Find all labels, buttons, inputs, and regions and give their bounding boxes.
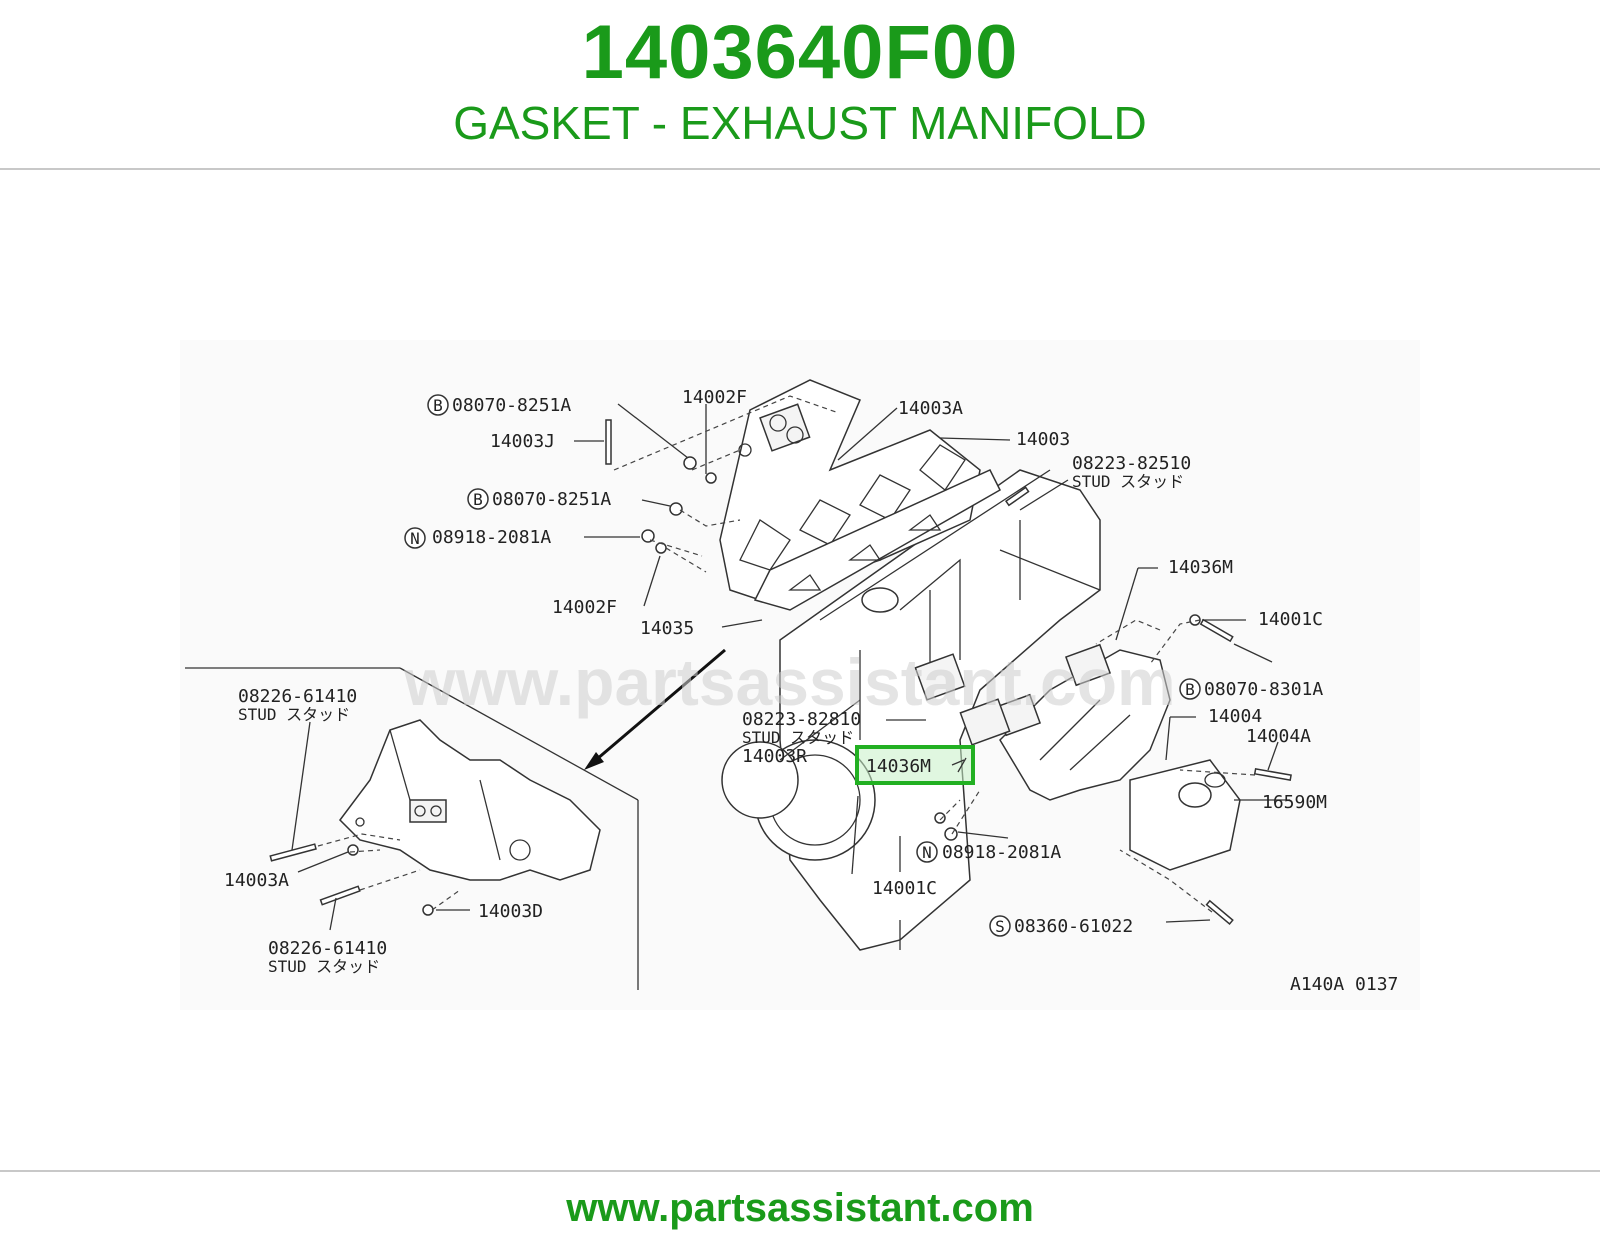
circle-symbols: B B N B N S [404, 394, 1201, 937]
callout-label[interactable]: 14003A [224, 870, 289, 891]
callout-label[interactable]: 08360-61022 [1014, 916, 1133, 937]
callout-label[interactable]: 08226-61410 [238, 686, 357, 707]
header-divider [0, 168, 1600, 170]
callout-label[interactable]: 14036M [1168, 557, 1233, 578]
inset-frame [185, 648, 726, 990]
callout-label[interactable]: 08223-82510 [1072, 453, 1191, 474]
callout-label[interactable]: 14003 [1016, 429, 1070, 450]
callout-label[interactable]: 14002F [552, 597, 617, 618]
callout-label[interactable]: 14004A [1246, 726, 1311, 747]
circle-letter-b: B [473, 490, 483, 509]
circle-letter-b: B [433, 396, 443, 415]
engine-block [721, 469, 1101, 951]
callout-label[interactable]: 08070-8251A [492, 489, 611, 510]
exhaust-manifold [914, 643, 1241, 871]
part-name: GASKET - EXHAUST MANIFOLD [453, 97, 1147, 149]
callout-labels: 08070-8251A 14002F 14003A 14003 14003J 0… [224, 387, 1398, 995]
header: 1403640F00 GASKET - EXHAUST MANIFOLD [0, 0, 1600, 168]
callout-label-sub: STUD スタッド [238, 705, 350, 724]
callout-label[interactable]: 14003A [898, 398, 963, 419]
callout-label[interactable]: 14035 [640, 618, 694, 639]
callout-label[interactable]: 08223-82810 [742, 709, 861, 730]
figure-code: A140A 0137 [1290, 974, 1398, 995]
callout-label[interactable]: 14002F [682, 387, 747, 408]
callout-label-sub: STUD スタッド [268, 957, 380, 976]
callout-label[interactable]: 08918-2081A [432, 527, 551, 548]
circle-letter-n: N [410, 529, 420, 548]
circle-letter-b: B [1185, 680, 1195, 699]
callout-label[interactable]: 08070-8301A [1204, 679, 1323, 700]
callout-label[interactable]: 14003R [742, 746, 807, 767]
highlighted-label[interactable]: 14036M [866, 756, 931, 777]
callout-label[interactable]: 14003J [490, 431, 555, 452]
part-number: 1403640F00 [581, 10, 1019, 95]
watermark: www.partsassistant.com [403, 645, 1175, 719]
callout-label[interactable]: 14001C [872, 878, 937, 899]
inset-manifold [339, 719, 601, 881]
callout-label[interactable]: 14001C [1258, 609, 1323, 630]
callout-label-sub: STUD スタッド [742, 728, 854, 747]
circle-letter-n: N [922, 843, 932, 862]
assembly-lines [317, 395, 1256, 913]
callout-label[interactable]: 08226-61410 [268, 938, 387, 959]
footer-url[interactable]: www.partsassistant.com [566, 1186, 1034, 1230]
leader-lines [291, 403, 1290, 931]
callout-label[interactable]: 16590M [1262, 792, 1327, 813]
intake-manifold [719, 379, 981, 601]
callout-label[interactable]: 14003D [478, 901, 543, 922]
footer-divider [0, 1170, 1600, 1172]
callout-label[interactable]: 08918-2081A [942, 842, 1061, 863]
callout-label[interactable]: 08070-8251A [452, 395, 571, 416]
highlighted-callout[interactable]: 14036M [855, 745, 975, 785]
callout-label-sub: STUD スタッド [1072, 472, 1184, 491]
callout-label[interactable]: 14004 [1208, 706, 1262, 727]
gasket-14035 [753, 469, 1001, 611]
circle-letter-s: S [995, 917, 1005, 936]
